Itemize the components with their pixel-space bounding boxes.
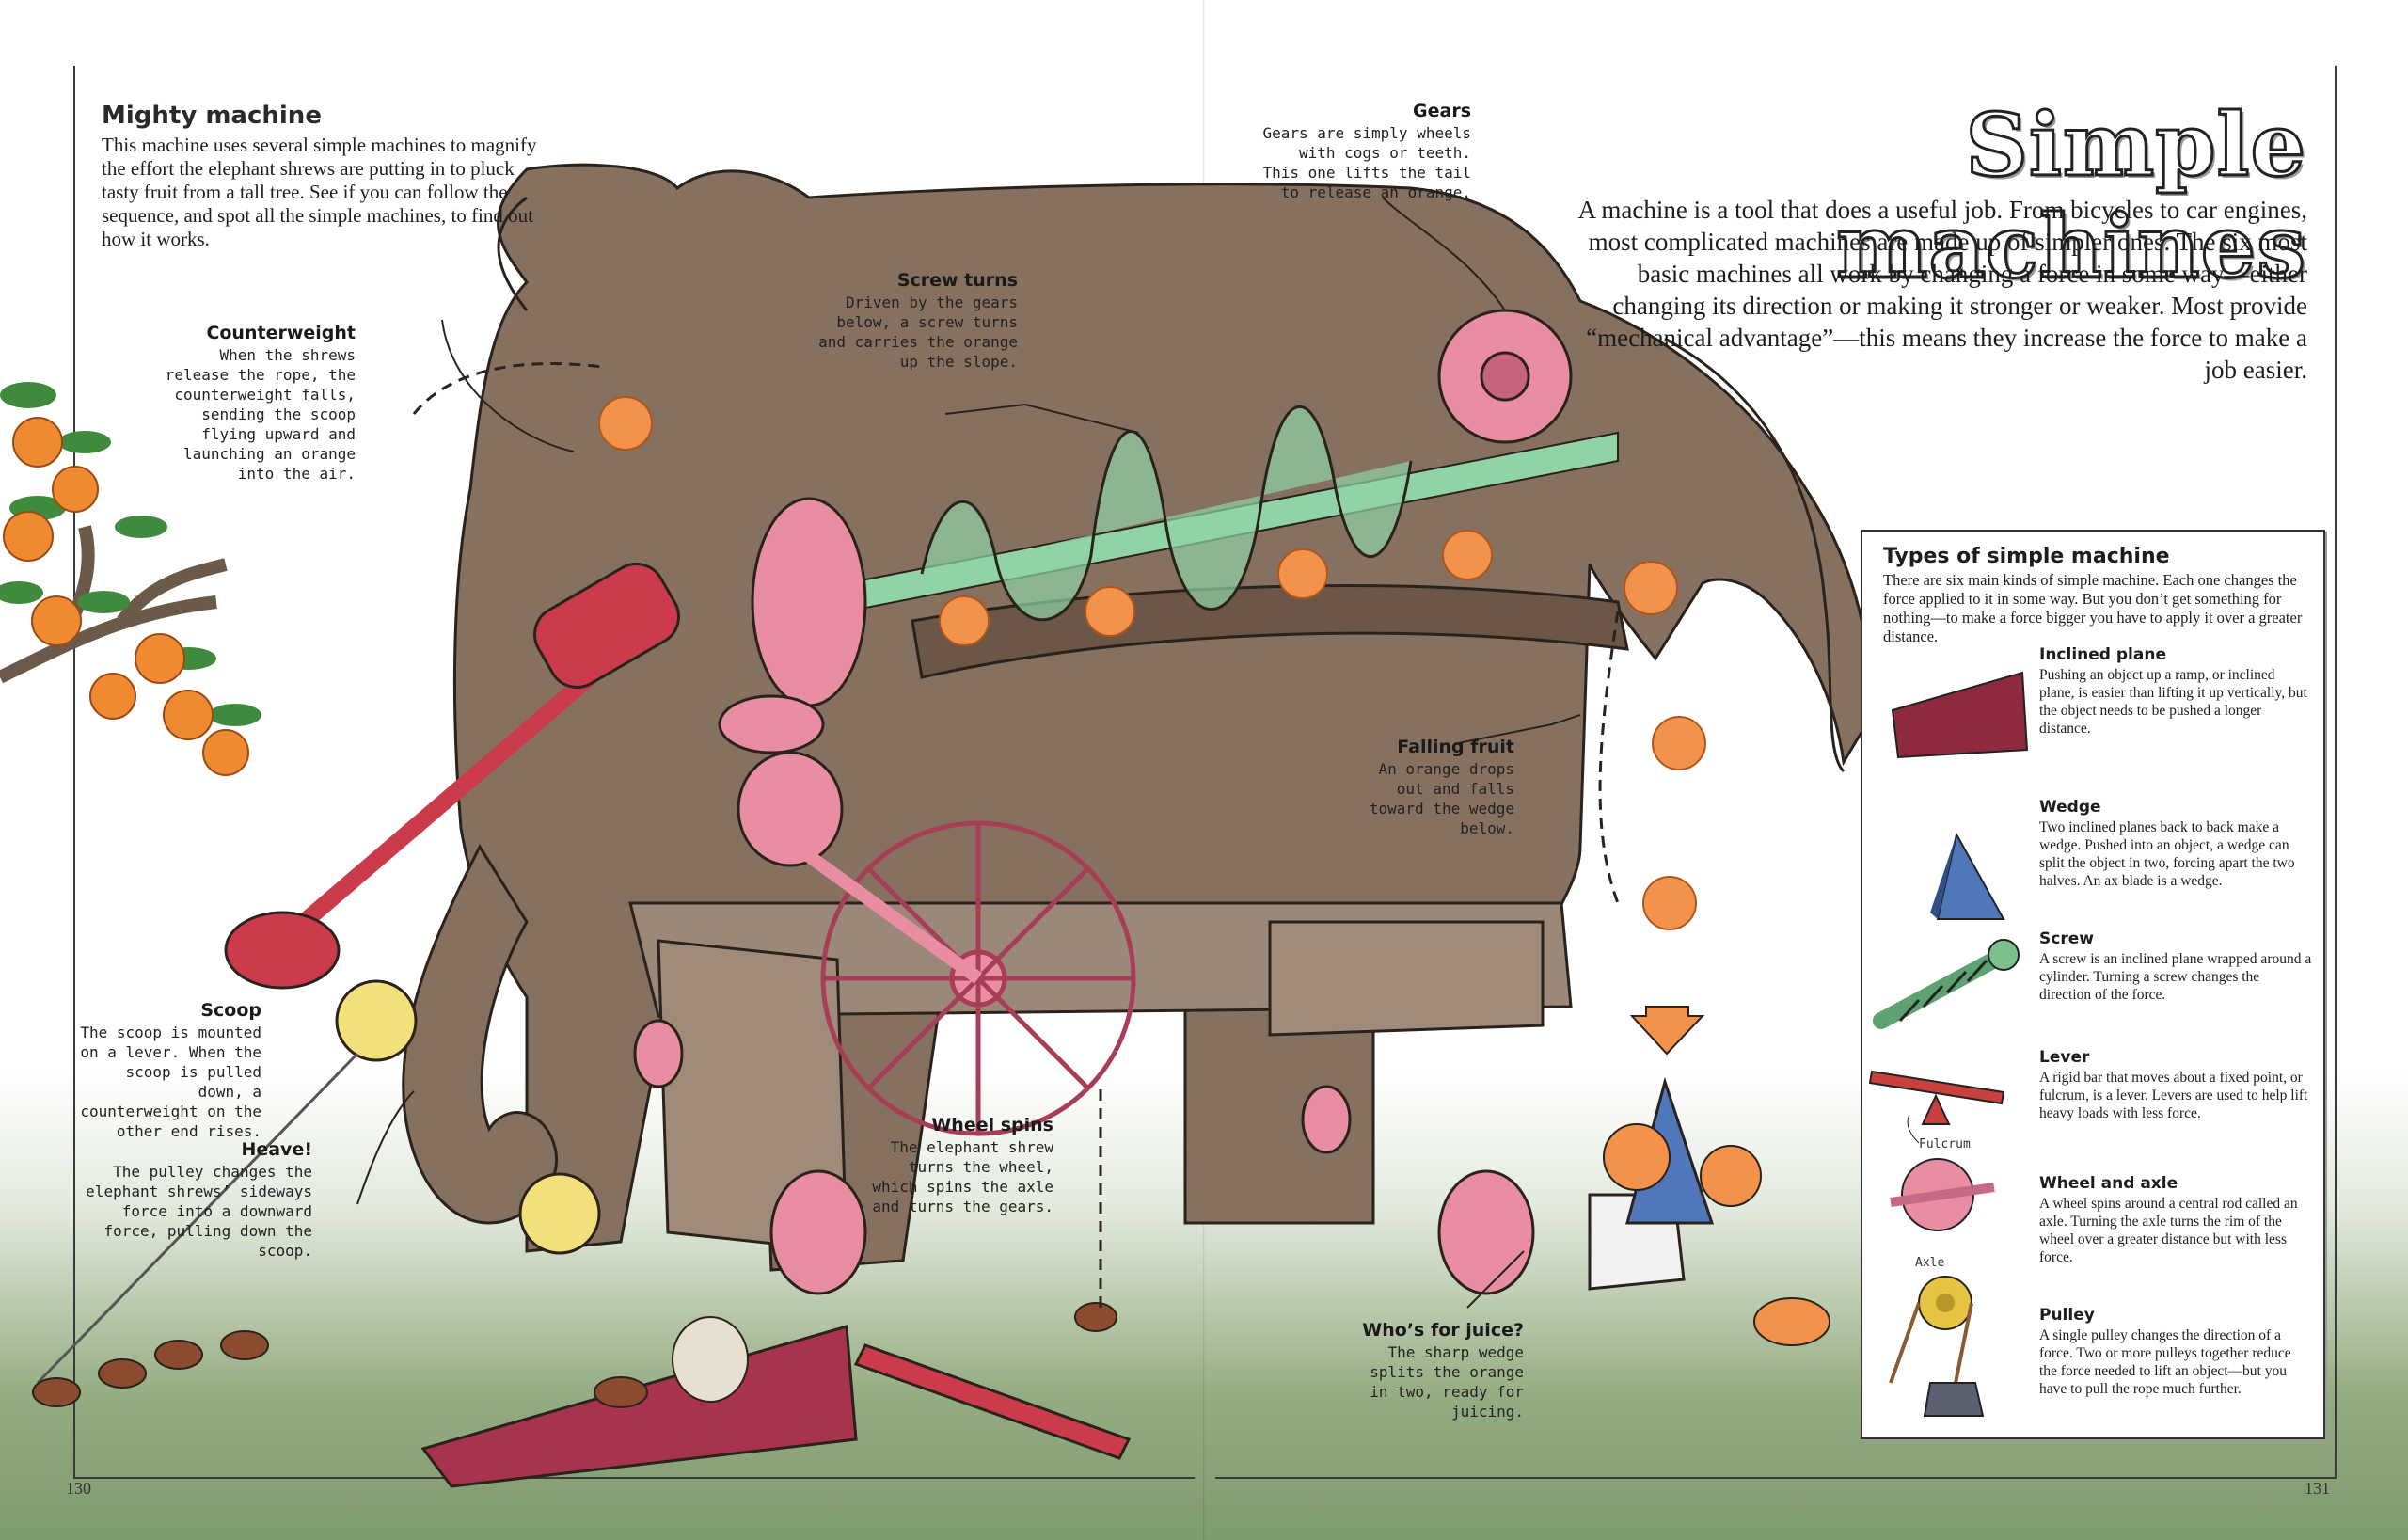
screw-icon (1873, 939, 2020, 1029)
wedge-splitter (1588, 1006, 1830, 1346)
callout-title: Wheel spins (931, 1115, 1054, 1135)
type-wedge: Wedge Two inclined planes back to back m… (2039, 799, 2312, 890)
panel-intro: There are six main kinds of simple machi… (1883, 571, 2303, 645)
type-name: Pulley (2039, 1306, 2095, 1325)
elephant-shrews (32, 1302, 1117, 1408)
type-lever: Lever A rigid bar that moves about a fix… (2039, 1049, 2312, 1122)
page-number-left: 130 (66, 1479, 91, 1498)
callout-text: Gears are simply wheels with cogs or tee… (1262, 124, 1471, 201)
types-panel: Types of simple machine There are six ma… (1861, 530, 2325, 1439)
oranges (598, 396, 1706, 930)
wheel (804, 820, 1136, 1136)
right-frame (1215, 66, 2337, 1479)
type-name: Screw (2039, 929, 2094, 948)
orange-tree (0, 382, 261, 776)
type-name: Wedge (2039, 798, 2101, 817)
callout-text: The pulley changes the elephant shrews’ … (86, 1163, 312, 1260)
callout-text: The sharp wedge splits the orange in two… (1370, 1343, 1524, 1421)
cart-wheels (633, 1019, 1535, 1295)
callout-wheel: Wheel spins The elephant shrew turns the… (858, 1116, 1054, 1216)
callout-text: The scoop is mounted on a lever. When th… (80, 1024, 261, 1140)
path-arrows (412, 362, 1620, 1308)
callout-juice: Who’s for juice? The sharp wedge splits … (1345, 1321, 1524, 1421)
axle-label: Axle (1915, 1256, 1945, 1270)
callout-title: Gears (1413, 101, 1471, 121)
type-name: Inclined plane (2039, 645, 2166, 664)
type-wheel-and-axle: Wheel and axle A wheel spins around a ce… (2039, 1175, 2312, 1266)
intro-title: Mighty machine (102, 102, 322, 130)
callout-text: When the shrews release the rope, the co… (165, 346, 356, 483)
type-name: Lever (2039, 1048, 2090, 1067)
wheel-axle-icon (1890, 1158, 1995, 1231)
leader-lines (356, 197, 1581, 1309)
lever-icon (1868, 1070, 2005, 1144)
callout-title: Heave! (241, 1139, 312, 1160)
callout-title: Screw turns (896, 270, 1018, 291)
callout-title: Scoop (200, 1000, 261, 1021)
intro-text: This machine uses several simple machine… (102, 134, 537, 250)
page-intro-text: A machine is a tool that does a useful j… (1577, 196, 2307, 384)
type-screw: Screw A screw is an inclined plane wrapp… (2039, 930, 2312, 1004)
pulley-icon (1889, 1276, 1985, 1417)
type-inclined-plane: Inclined plane Pushing an object up a ra… (2039, 646, 2312, 738)
ramp-and-seesaw (420, 1316, 1132, 1488)
left-frame (73, 66, 1195, 1479)
ramp-icon (1891, 671, 2029, 759)
callout-heave: Heave! The pulley changes the elephant s… (81, 1140, 312, 1261)
type-text: A wheel spins around a central rod calle… (2039, 1196, 2298, 1265)
callout-title: Counterweight (206, 323, 356, 343)
callout-scoop: Scoop The scoop is mounted on a lever. W… (77, 1001, 261, 1141)
callout-screw: Screw turns Driven by the gears below, a… (807, 271, 1018, 372)
type-text: A rigid bar that moves about a fixed poi… (2039, 1070, 2308, 1121)
callout-text: Driven by the gears below, a screw turns… (818, 294, 1018, 371)
callout-title: Falling fruit (1397, 737, 1514, 757)
type-text: A single pulley changes the direction of… (2039, 1327, 2291, 1397)
callout-text: The elephant shrew turns the wheel, whic… (872, 1138, 1054, 1215)
callout-counterweight: Counterweight When the shrews release th… (158, 324, 356, 484)
callout-title: Who’s for juice? (1362, 1320, 1524, 1341)
gears (718, 309, 1573, 867)
base-box (628, 901, 1573, 1253)
page-number-right: 131 (2305, 1479, 2330, 1498)
type-name: Wheel and axle (2039, 1174, 2178, 1193)
wedge-icon (1930, 832, 2005, 920)
type-text: A screw is an inclined plane wrapped aro… (2039, 951, 2312, 1003)
callout-gears: Gears Gears are simply wheels with cogs … (1259, 102, 1471, 202)
callout-text: An orange drops out and falls toward the… (1369, 760, 1514, 837)
type-text: Two inclined planes back to back make a … (2039, 819, 2295, 889)
type-pulley: Pulley A single pulley changes the direc… (2039, 1307, 2312, 1398)
types-icons (1868, 671, 2029, 1417)
panel-title: Types of simple machine (1883, 545, 2170, 568)
callout-falling-fruit: Falling fruit An orange drops out and fa… (1345, 738, 1514, 838)
page-title: Simple machines (1834, 93, 2306, 299)
type-text: Pushing an object up a ramp, or inclined… (2039, 667, 2307, 737)
screw-conveyor (846, 405, 1619, 622)
fulcrum-label: Fulcrum (1919, 1137, 1971, 1151)
scoop-lever (36, 563, 680, 1385)
